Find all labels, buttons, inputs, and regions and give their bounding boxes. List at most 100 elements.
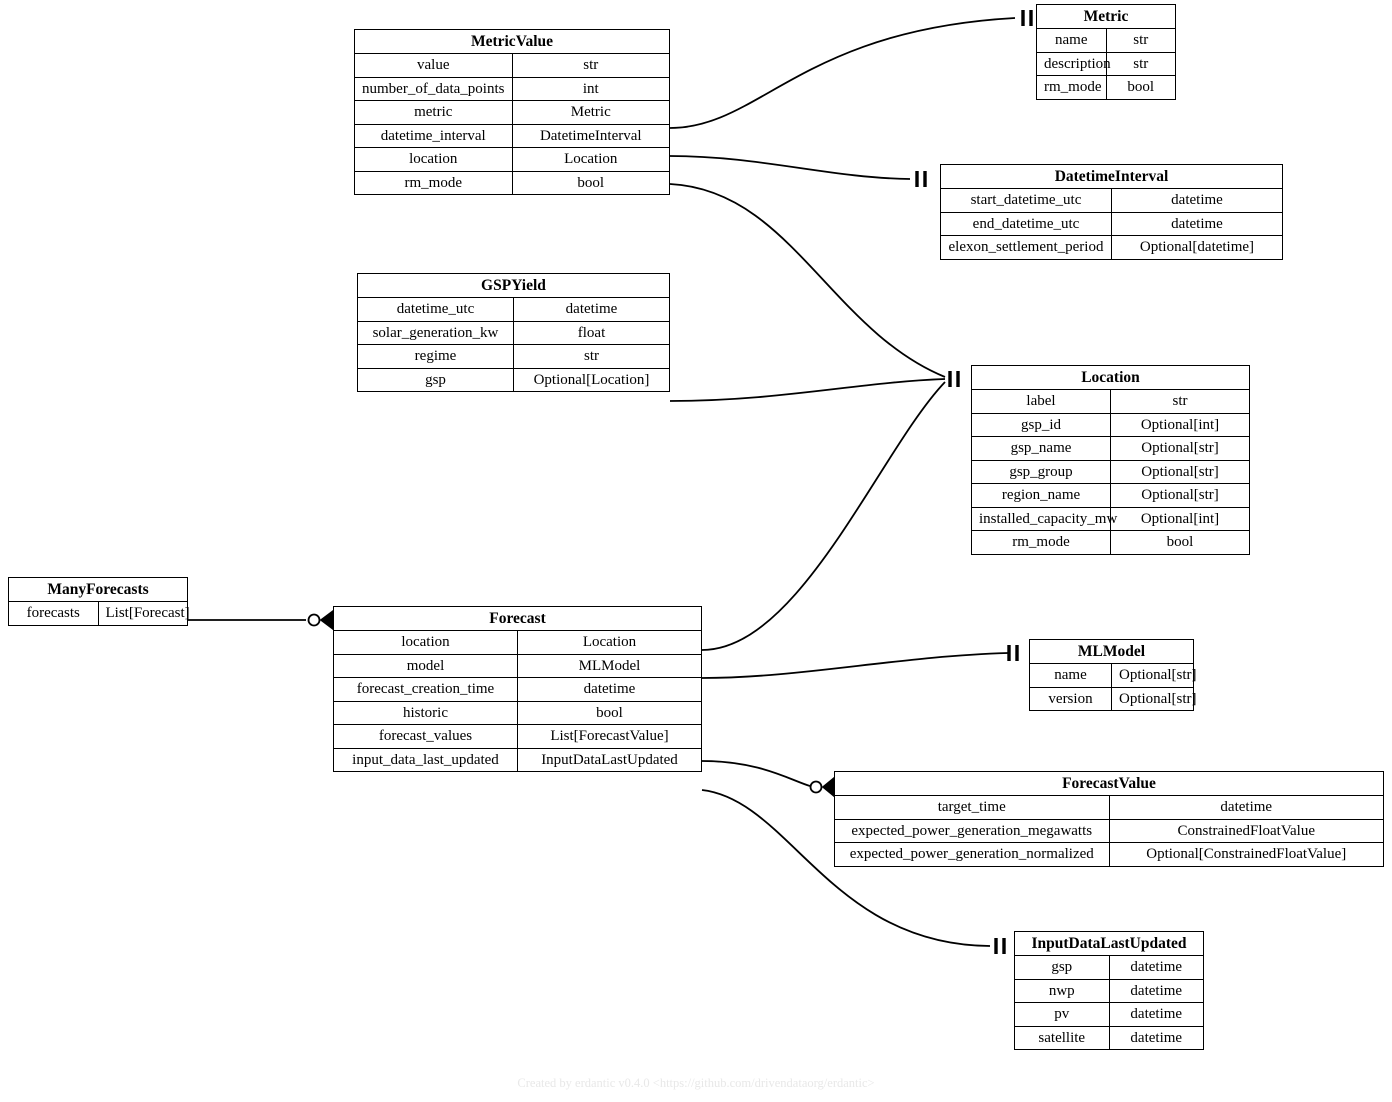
field-type: Optional[str] [1110, 436, 1249, 461]
entity-title: Forecast [334, 607, 701, 632]
field-type: bool [1105, 75, 1175, 99]
entity-title: MLModel [1030, 640, 1193, 665]
edge-metricvalue-metric [669, 17, 1016, 129]
field-name: metric [355, 100, 512, 125]
field-type: bool [1110, 530, 1249, 554]
entity-metric[interactable]: Metric name str description str rm_mode … [1036, 4, 1176, 100]
field-name: forecast_creation_time [334, 677, 518, 702]
entity-location[interactable]: Location label str gsp_id Optional[int] … [971, 365, 1250, 555]
field-type: datetime [1108, 795, 1383, 820]
field-name: installed_capacity_mw [972, 506, 1117, 531]
diagram-footer-credit: Created by erdantic v0.4.0 <https://gith… [517, 1076, 875, 1090]
field-name: expected_power_generation_megawatts [835, 818, 1109, 843]
field-name: expected_power_generation_normalized [835, 842, 1109, 866]
field-name: pv [1015, 1002, 1109, 1027]
field-name: gsp [1015, 955, 1109, 980]
field-name: location [334, 630, 518, 655]
marker-zero-forecastvalue [809, 780, 823, 794]
field-name: start_datetime_utc [941, 188, 1112, 213]
field-name: model [334, 653, 518, 678]
entity-title: DatetimeInterval [941, 165, 1282, 190]
entity-forecast-value[interactable]: ForecastValue target_time datetime expec… [834, 771, 1384, 867]
field-name: historic [334, 700, 518, 725]
field-type: MLModel [517, 653, 701, 678]
field-type: str [511, 53, 669, 78]
field-name: nwp [1015, 978, 1109, 1003]
field-type: bool [517, 700, 701, 725]
field-name: elexon_settlement_period [941, 235, 1112, 259]
edge-forecast-location [701, 381, 946, 651]
entity-forecast[interactable]: Forecast location Location model MLModel… [333, 606, 702, 773]
field-name: gsp_name [972, 436, 1111, 461]
field-type: str [513, 344, 669, 369]
field-type: datetime [1111, 211, 1282, 236]
field-name: name [1030, 663, 1112, 688]
field-name: satellite [1015, 1025, 1109, 1050]
edge-forecast-mlmodel [701, 652, 1009, 679]
field-type: Optional[int] [1110, 412, 1249, 437]
field-type: datetime [517, 677, 701, 702]
field-type: List[ForecastValue] [517, 724, 701, 749]
field-type: Optional[str] [1111, 686, 1196, 711]
field-name: gsp_id [972, 412, 1111, 437]
entity-title: ForecastValue [835, 772, 1383, 797]
field-type: str [1110, 389, 1249, 414]
field-type: Location [511, 147, 669, 172]
field-name: location [355, 147, 512, 172]
entity-title: InputDataLastUpdated [1015, 932, 1203, 957]
field-type: datetime [1108, 1025, 1203, 1050]
field-name: datetime_interval [355, 123, 512, 148]
field-name: solar_generation_kw [358, 320, 514, 345]
field-name: regime [358, 344, 514, 369]
entity-metric-value[interactable]: MetricValue value str number_of_data_poi… [354, 29, 670, 196]
field-name: description [1037, 51, 1111, 76]
marker-many-forecastvalue [821, 776, 835, 798]
field-type: datetime [1111, 188, 1282, 213]
entity-title: ManyForecasts [9, 578, 187, 603]
marker-many-forecast [319, 609, 334, 631]
field-type: int [511, 76, 669, 101]
field-name: forecast_values [334, 724, 518, 749]
entity-gsp-yield[interactable]: GSPYield datetime_utc datetime solar_gen… [357, 273, 670, 393]
field-type: DatetimeInterval [511, 123, 669, 148]
field-type: Optional[datetime] [1111, 235, 1282, 259]
field-type: Optional[Location] [513, 367, 669, 392]
field-type: Optional[ConstrainedFloatValue] [1108, 842, 1383, 866]
field-type: ConstrainedFloatValue [1108, 818, 1383, 843]
entity-many-forecasts[interactable]: ManyForecasts forecasts List[Forecast] [8, 577, 190, 626]
field-type: Optional[str] [1110, 483, 1249, 508]
marker-zero-forecast [307, 613, 321, 627]
field-type: float [513, 320, 669, 345]
edge-metricvalue-location [669, 183, 946, 378]
field-name: rm_mode [1037, 75, 1106, 99]
entity-title: Metric [1037, 5, 1175, 30]
entity-ml-model[interactable]: MLModel name Optional[str] version Optio… [1029, 639, 1196, 712]
field-type: Metric [511, 100, 669, 125]
field-type: datetime [1108, 955, 1203, 980]
field-name: gsp [358, 367, 514, 392]
entity-title: GSPYield [358, 274, 669, 299]
field-name: end_datetime_utc [941, 211, 1112, 236]
field-name: number_of_data_points [355, 76, 512, 101]
field-name: input_data_last_updated [334, 747, 518, 772]
field-type: bool [511, 170, 669, 195]
field-name: gsp_group [972, 459, 1111, 484]
edge-forecast-forecastvalue [701, 760, 811, 787]
field-type: datetime [513, 297, 669, 322]
field-name: region_name [972, 483, 1111, 508]
field-name: rm_mode [972, 530, 1111, 554]
entity-title: MetricValue [355, 30, 669, 55]
field-type: InputDataLastUpdated [517, 747, 701, 772]
field-name: forecasts [9, 601, 98, 625]
entity-datetime-interval[interactable]: DatetimeInterval start_datetime_utc date… [940, 164, 1283, 260]
field-type: Optional[int] [1110, 506, 1249, 531]
field-name: datetime_utc [358, 297, 514, 322]
field-type: Optional[str] [1110, 459, 1249, 484]
field-name: rm_mode [355, 170, 512, 195]
entity-input-data-last-updated[interactable]: InputDataLastUpdated gsp datetime nwp da… [1014, 931, 1204, 1051]
field-name: version [1030, 686, 1112, 711]
field-type: Location [517, 630, 701, 655]
field-type: datetime [1108, 1002, 1203, 1027]
field-type: datetime [1108, 978, 1203, 1003]
